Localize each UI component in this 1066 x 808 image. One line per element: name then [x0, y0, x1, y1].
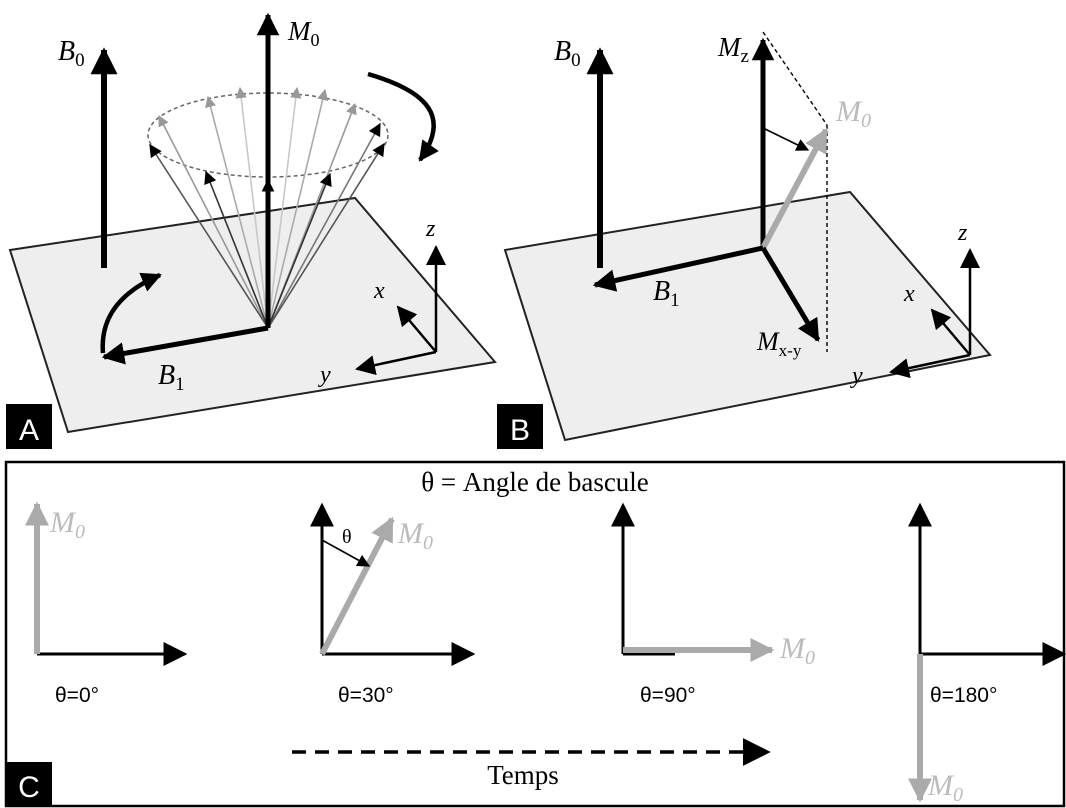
panel-a-b1-rotation-arrow [100, 272, 162, 354]
panel-b-b0-label: B0 [554, 36, 581, 71]
panel-a-badge [6, 404, 52, 449]
panel-a: B0 M0 B1 [6, 12, 497, 449]
panel-a-b1-label: B1 [158, 360, 185, 395]
panel-c-m0-label-180: M0 [927, 769, 963, 806]
panel-a-axis-z: z [425, 216, 436, 242]
panel-c-angle-label-30: θ=30° [338, 684, 394, 707]
panel-b-axis-x: x [903, 281, 915, 307]
panel-a-b0-label: B0 [58, 36, 85, 71]
panel-b-axis-z: z [957, 220, 968, 246]
panel-c-diagram-30: θ M0 θ=30° [310, 502, 476, 707]
panel-a-b1-arrow [101, 325, 269, 365]
panel-b-tilt-arrow [762, 127, 810, 151]
panel-c: θ = Angle de bascule M0 θ=0° θ M0 θ=30° … [4, 460, 1066, 808]
panel-c-angle-label-0: θ=0° [55, 684, 99, 707]
panel-c-frame [4, 460, 1066, 808]
panel-c-theta-symbol: θ [342, 526, 352, 548]
panel-a-axis-y: y [318, 362, 331, 388]
panel-c-diagram-90: M0 θ=90° [611, 502, 815, 707]
panel-b-badge [497, 404, 543, 449]
panel-a-m0-label: M0 [287, 16, 320, 50]
panel-b-b1-label: B1 [653, 276, 680, 311]
panel-c-diagram-180: M0 θ=180° [908, 502, 1066, 806]
panel-b-axes [889, 248, 980, 378]
panel-a-axis-x: x [373, 278, 385, 304]
panel-c-diagram-0: M0 θ=0° [25, 501, 188, 707]
panel-a-plane [8, 196, 497, 434]
panel-b-b1-arrow [592, 245, 764, 292]
panel-b-plane [503, 190, 992, 442]
panel-a-rotation-arrow [367, 71, 439, 162]
panel-c-badge [6, 762, 52, 806]
panel-c-theta-arc [321, 539, 371, 567]
panel-a-badge-text: A [19, 414, 39, 447]
panel-a-axes [355, 245, 446, 375]
panel-b-axis-y: y [850, 363, 863, 389]
panel-c-m0-label-0: M0 [49, 506, 85, 543]
panel-b-badge-text: B [510, 414, 530, 447]
panel-c-badge-text: C [18, 771, 40, 804]
panel-c-angle-label-90: θ=90° [640, 684, 696, 707]
panel-b-m0-label: M0 [835, 95, 871, 132]
panel-c-title: θ = Angle de bascule [421, 467, 649, 497]
panel-c-m0-label-90: M0 [779, 632, 815, 669]
panel-b-mxy-label: Mx-y [756, 327, 802, 360]
panel-c-time-label: Temps [487, 760, 559, 790]
panel-b-mxy-arrow [760, 246, 821, 342]
panel-b-mz-label: Mz [717, 32, 749, 67]
panel-b-m0-arrow [760, 127, 829, 250]
panel-b: B0 Mz M0 B1 Mx-y z x y B [497, 31, 992, 449]
panel-c-angle-label-180: θ=180° [930, 684, 997, 707]
panel-b-projection-lines [762, 31, 828, 352]
panel-c-m0-label-30: M0 [397, 517, 433, 554]
